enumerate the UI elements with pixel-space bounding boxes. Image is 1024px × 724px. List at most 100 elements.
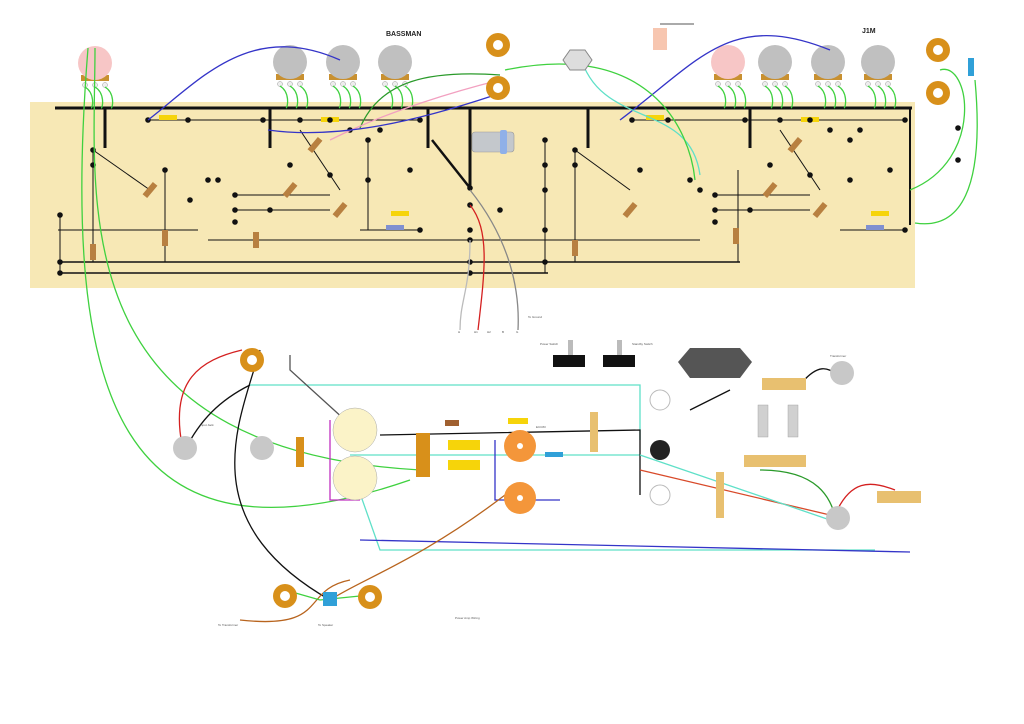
turret [542,137,548,143]
turret [467,227,473,233]
turret [857,127,863,133]
capacitor-yellow [159,115,177,120]
jack [486,33,510,57]
terminal-strip-far-r [877,491,921,503]
tube-socket-lower [504,482,536,514]
power-switch [553,340,585,367]
resistor [733,228,739,244]
caption-footer: Power Amp Wiring [455,616,480,620]
turret [297,117,303,123]
pot-body [758,45,792,79]
pot-wire [84,86,94,109]
jack [273,584,297,608]
turret [57,212,63,218]
pot-wire [104,86,114,109]
terminal-strip-mid [590,412,598,452]
pot-wire [827,85,837,109]
lead-label-2: H2 [487,330,491,334]
pot-wire [867,85,877,109]
pot-lug [782,81,788,87]
board-components [90,115,889,260]
pot-body [861,45,895,79]
turret [887,167,893,173]
rotary-switch [332,407,378,501]
potentiometers [78,45,897,109]
turret [712,192,718,198]
pot-lug [875,81,881,87]
pot-lug [815,81,821,87]
turret [162,167,168,173]
pot-wire [737,85,747,109]
turret [417,117,423,123]
resistor [162,230,168,246]
potentiometer [326,45,362,109]
pot-wire [774,85,784,109]
jack [240,348,264,372]
turret [697,187,703,193]
output-terminal-block [323,592,337,606]
captions: To Transformer To Speaker Power Amp Wiri… [200,315,846,627]
caption-speaker: To Speaker [318,623,333,627]
resistor [762,181,778,199]
pot-wire [837,85,847,109]
caption-transformer: Transformer [830,354,846,358]
iec-power-inlet [678,348,752,378]
turret [807,117,813,123]
pot-wire [727,85,737,109]
section-title-j1m: J1M [862,28,876,35]
jack-hole [280,591,290,601]
pot-wire [817,85,827,109]
turret [327,172,333,178]
potentiometer [758,45,794,109]
tube-socket-upper [504,430,536,462]
jack-hole [493,40,503,50]
turret [572,147,578,153]
turret [629,117,635,123]
pot-wire [342,85,352,109]
turret [187,197,193,203]
lower-components: ECC83 [173,23,974,606]
turret [407,167,413,173]
turret [377,127,383,133]
terminal-strip-vertical [416,433,430,477]
resistor [812,201,828,219]
resistor [282,181,298,199]
turret [542,227,548,233]
turret [955,125,961,131]
turret [955,157,961,163]
pot-wire [877,85,887,109]
lead-label-0: H [458,330,460,334]
fuse-holder [649,389,671,506]
turret [742,117,748,123]
power-resistor-1 [757,404,769,438]
turret [777,117,783,123]
pot-lug [735,81,741,87]
pot-lug [825,81,831,87]
small-terminal-top-right [968,58,974,76]
potentiometer [811,45,847,109]
pot-lug [350,81,356,87]
pot-lug [102,82,108,88]
potentiometer [861,45,897,109]
power-resistor-2 [787,404,799,438]
pot-wire [279,85,289,109]
resistor [142,181,158,199]
pot-wire [384,85,394,109]
capacitor-blue [386,225,404,230]
turret [747,207,753,213]
pot-wire [784,85,794,109]
jacks [240,33,950,609]
pot-body [378,45,412,79]
turret [57,270,63,276]
pot-wire [887,85,897,109]
grey-disk-left [173,436,197,460]
pcb-strip-icon [653,28,667,50]
pot-body [326,45,360,79]
filter-capacitor [471,130,515,154]
turret [902,117,908,123]
lead-label-1: H1 [474,330,478,334]
turret [57,259,63,265]
pot-lug [865,81,871,87]
